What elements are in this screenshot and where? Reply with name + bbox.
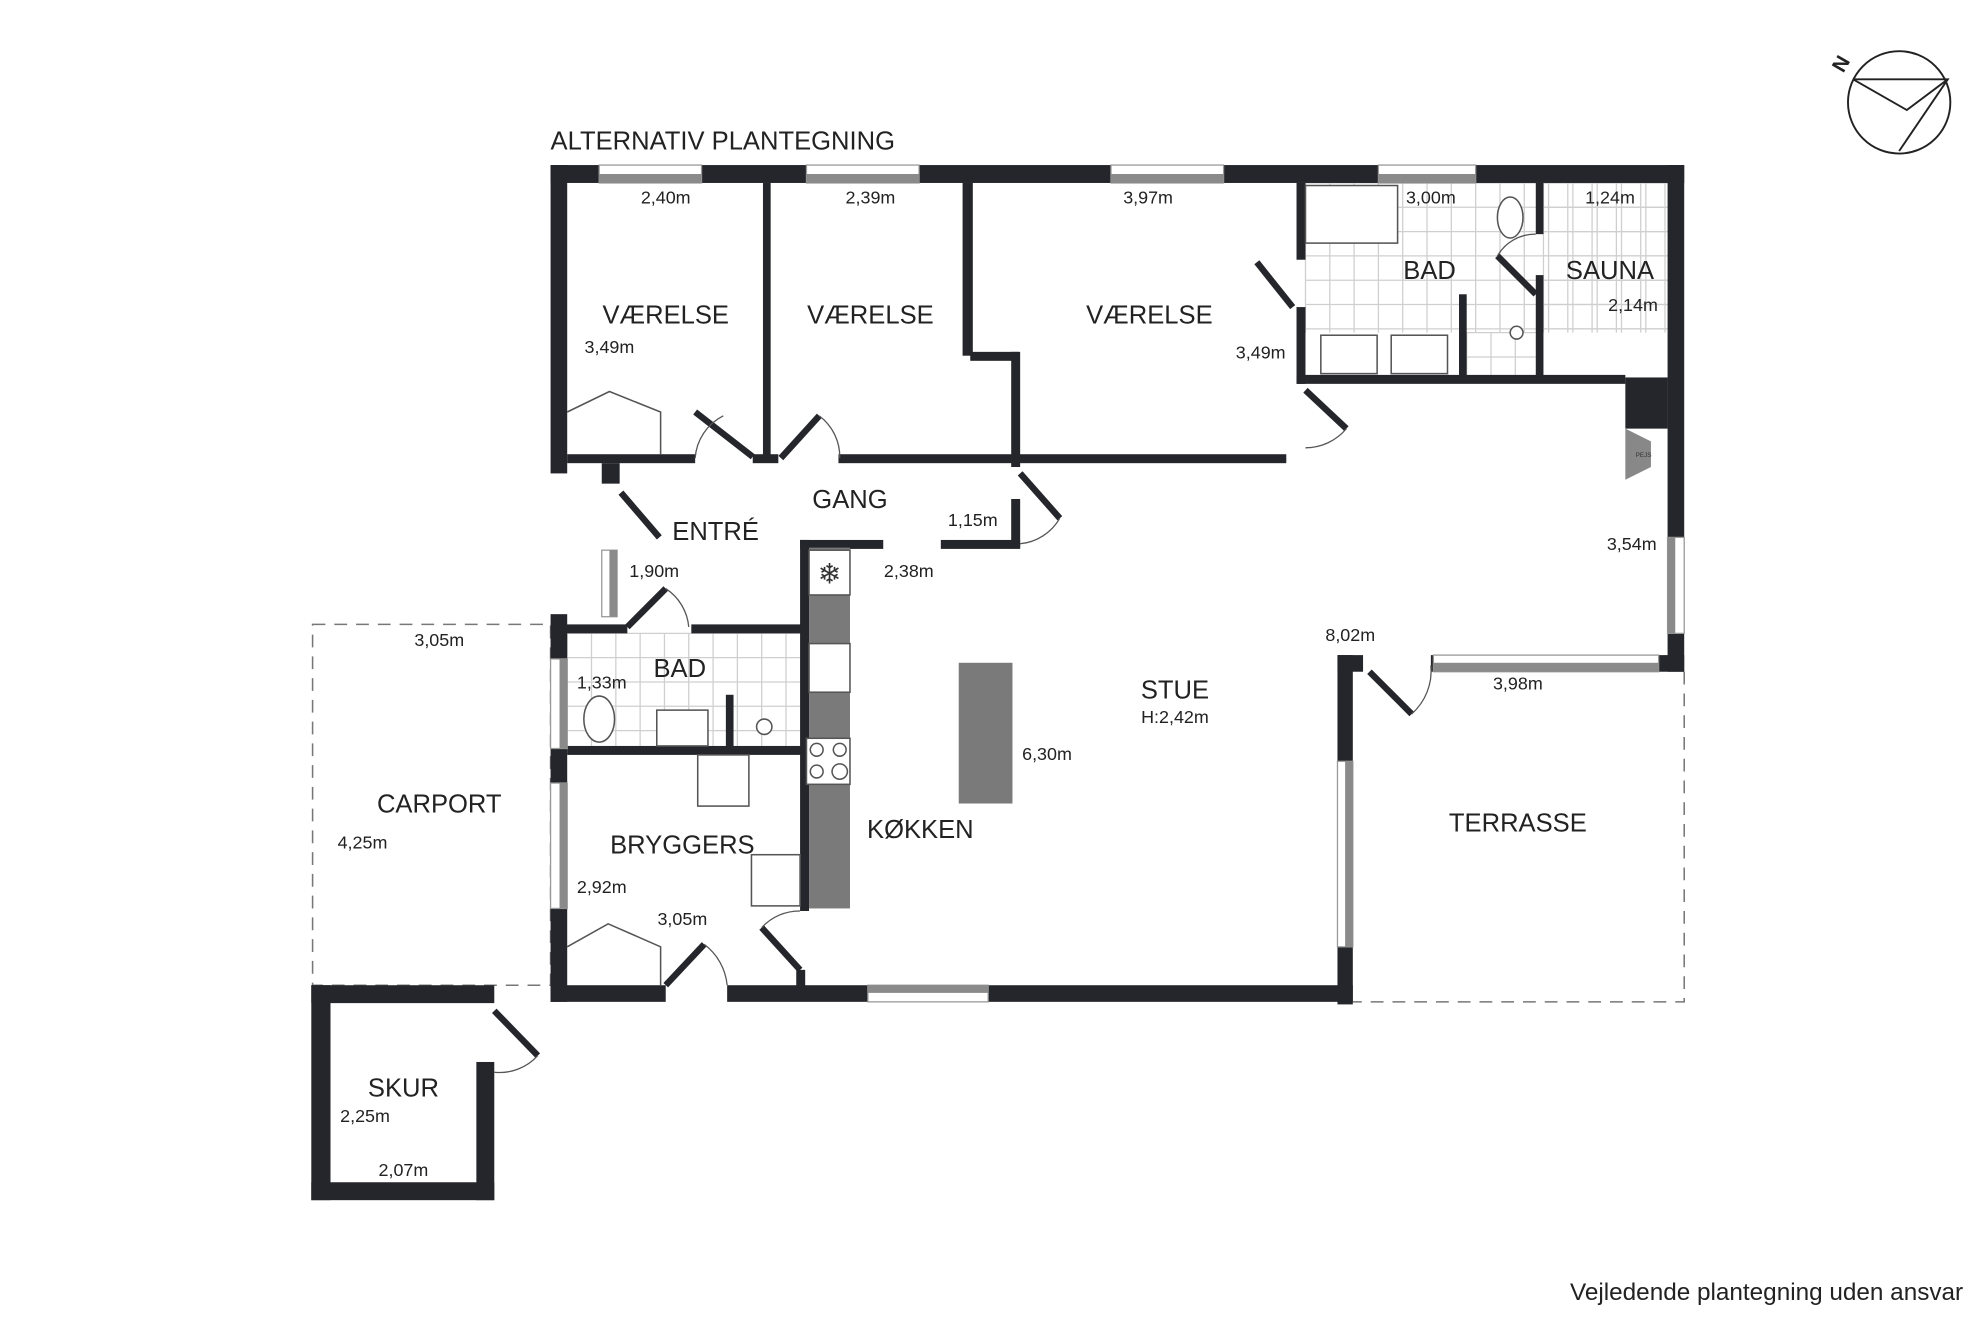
dimension-label: 3,54m xyxy=(1607,534,1657,554)
room-label: BAD xyxy=(1403,257,1456,285)
shower-icon xyxy=(1509,325,1524,340)
room-label: GANG xyxy=(812,486,887,514)
dimension-label: 2,39m xyxy=(846,187,896,207)
ceiling-height-label: H:2,42m xyxy=(1141,707,1209,727)
room-label: VÆRELSE xyxy=(1086,302,1213,330)
doors xyxy=(491,233,1539,1074)
dimension-label: 3,49m xyxy=(585,337,635,357)
dimension-label: 2,25m xyxy=(340,1106,390,1126)
utility-sink-icon xyxy=(750,853,801,907)
compass-icon: N xyxy=(1828,50,1952,155)
dimension-label: 4,25m xyxy=(338,832,388,852)
room-label: BRYGGERS xyxy=(610,831,755,859)
room-label: KØKKEN xyxy=(867,816,974,844)
toilet-icon xyxy=(1496,196,1524,239)
dimension-label: 3,97m xyxy=(1123,187,1173,207)
dimension-label: 2,40m xyxy=(641,187,691,207)
room-label: CARPORT xyxy=(377,790,502,818)
dimension-label: 3,00m xyxy=(1406,187,1456,207)
washing-machine-icon xyxy=(696,754,750,807)
plan-title: ALTERNATIV PLANTEGNING xyxy=(551,128,895,156)
dimension-label: 2,14m xyxy=(1608,295,1658,315)
dimension-label: 3,05m xyxy=(657,909,707,929)
room-label: ENTRÉ xyxy=(672,517,759,546)
room-label: BAD xyxy=(654,655,707,683)
sink-icon xyxy=(656,709,709,747)
wardrobe xyxy=(566,390,662,455)
shower-icon xyxy=(755,718,773,736)
dimension-label: 3,49m xyxy=(1236,342,1286,362)
kitchen-sink-icon xyxy=(808,642,851,693)
dimension-label: 8,02m xyxy=(1325,625,1375,645)
freezer-icon xyxy=(808,549,851,596)
compass-north-label: N xyxy=(1828,52,1855,76)
sink-icon xyxy=(1320,334,1378,375)
dimension-label: 2,07m xyxy=(379,1160,429,1180)
disclaimer-note: Vejledende plantegning uden ansvar xyxy=(1570,1279,1963,1306)
room-label: SAUNA xyxy=(1566,257,1655,285)
terrace-outline xyxy=(1352,671,1685,1003)
windows xyxy=(549,164,1685,1003)
room-label: SKUR xyxy=(368,1075,439,1103)
dimension-label: 1,33m xyxy=(577,672,627,692)
room-label: VÆRELSE xyxy=(807,302,934,330)
bathtub xyxy=(1304,184,1399,244)
dimension-label: 3,05m xyxy=(414,630,464,650)
dimension-label: 2,92m xyxy=(577,877,627,897)
fireplace-icon xyxy=(1625,428,1651,480)
dimension-label: 2,38m xyxy=(884,561,934,581)
room-label: STUE xyxy=(1141,677,1209,705)
kitchen-island xyxy=(958,662,1013,804)
fixtures: PEJS ❄ xyxy=(566,184,1652,986)
fireplace-label: PEJS xyxy=(1636,452,1652,459)
room-label: TERRASSE xyxy=(1449,810,1587,838)
dimension-label: 1,15m xyxy=(948,510,998,530)
snowflake-icon: ❄ xyxy=(818,557,842,590)
wardrobe xyxy=(566,922,662,986)
dimension-label: 1,90m xyxy=(629,561,679,581)
toilet-icon xyxy=(583,695,616,743)
room-label: VÆRELSE xyxy=(602,302,729,330)
kitchen-counter xyxy=(809,547,850,909)
dimension-label: 3,98m xyxy=(1493,674,1543,694)
dimension-label: 6,30m xyxy=(1022,744,1072,764)
sink-icon xyxy=(1390,334,1449,375)
dimension-label: 1,24m xyxy=(1585,187,1635,207)
